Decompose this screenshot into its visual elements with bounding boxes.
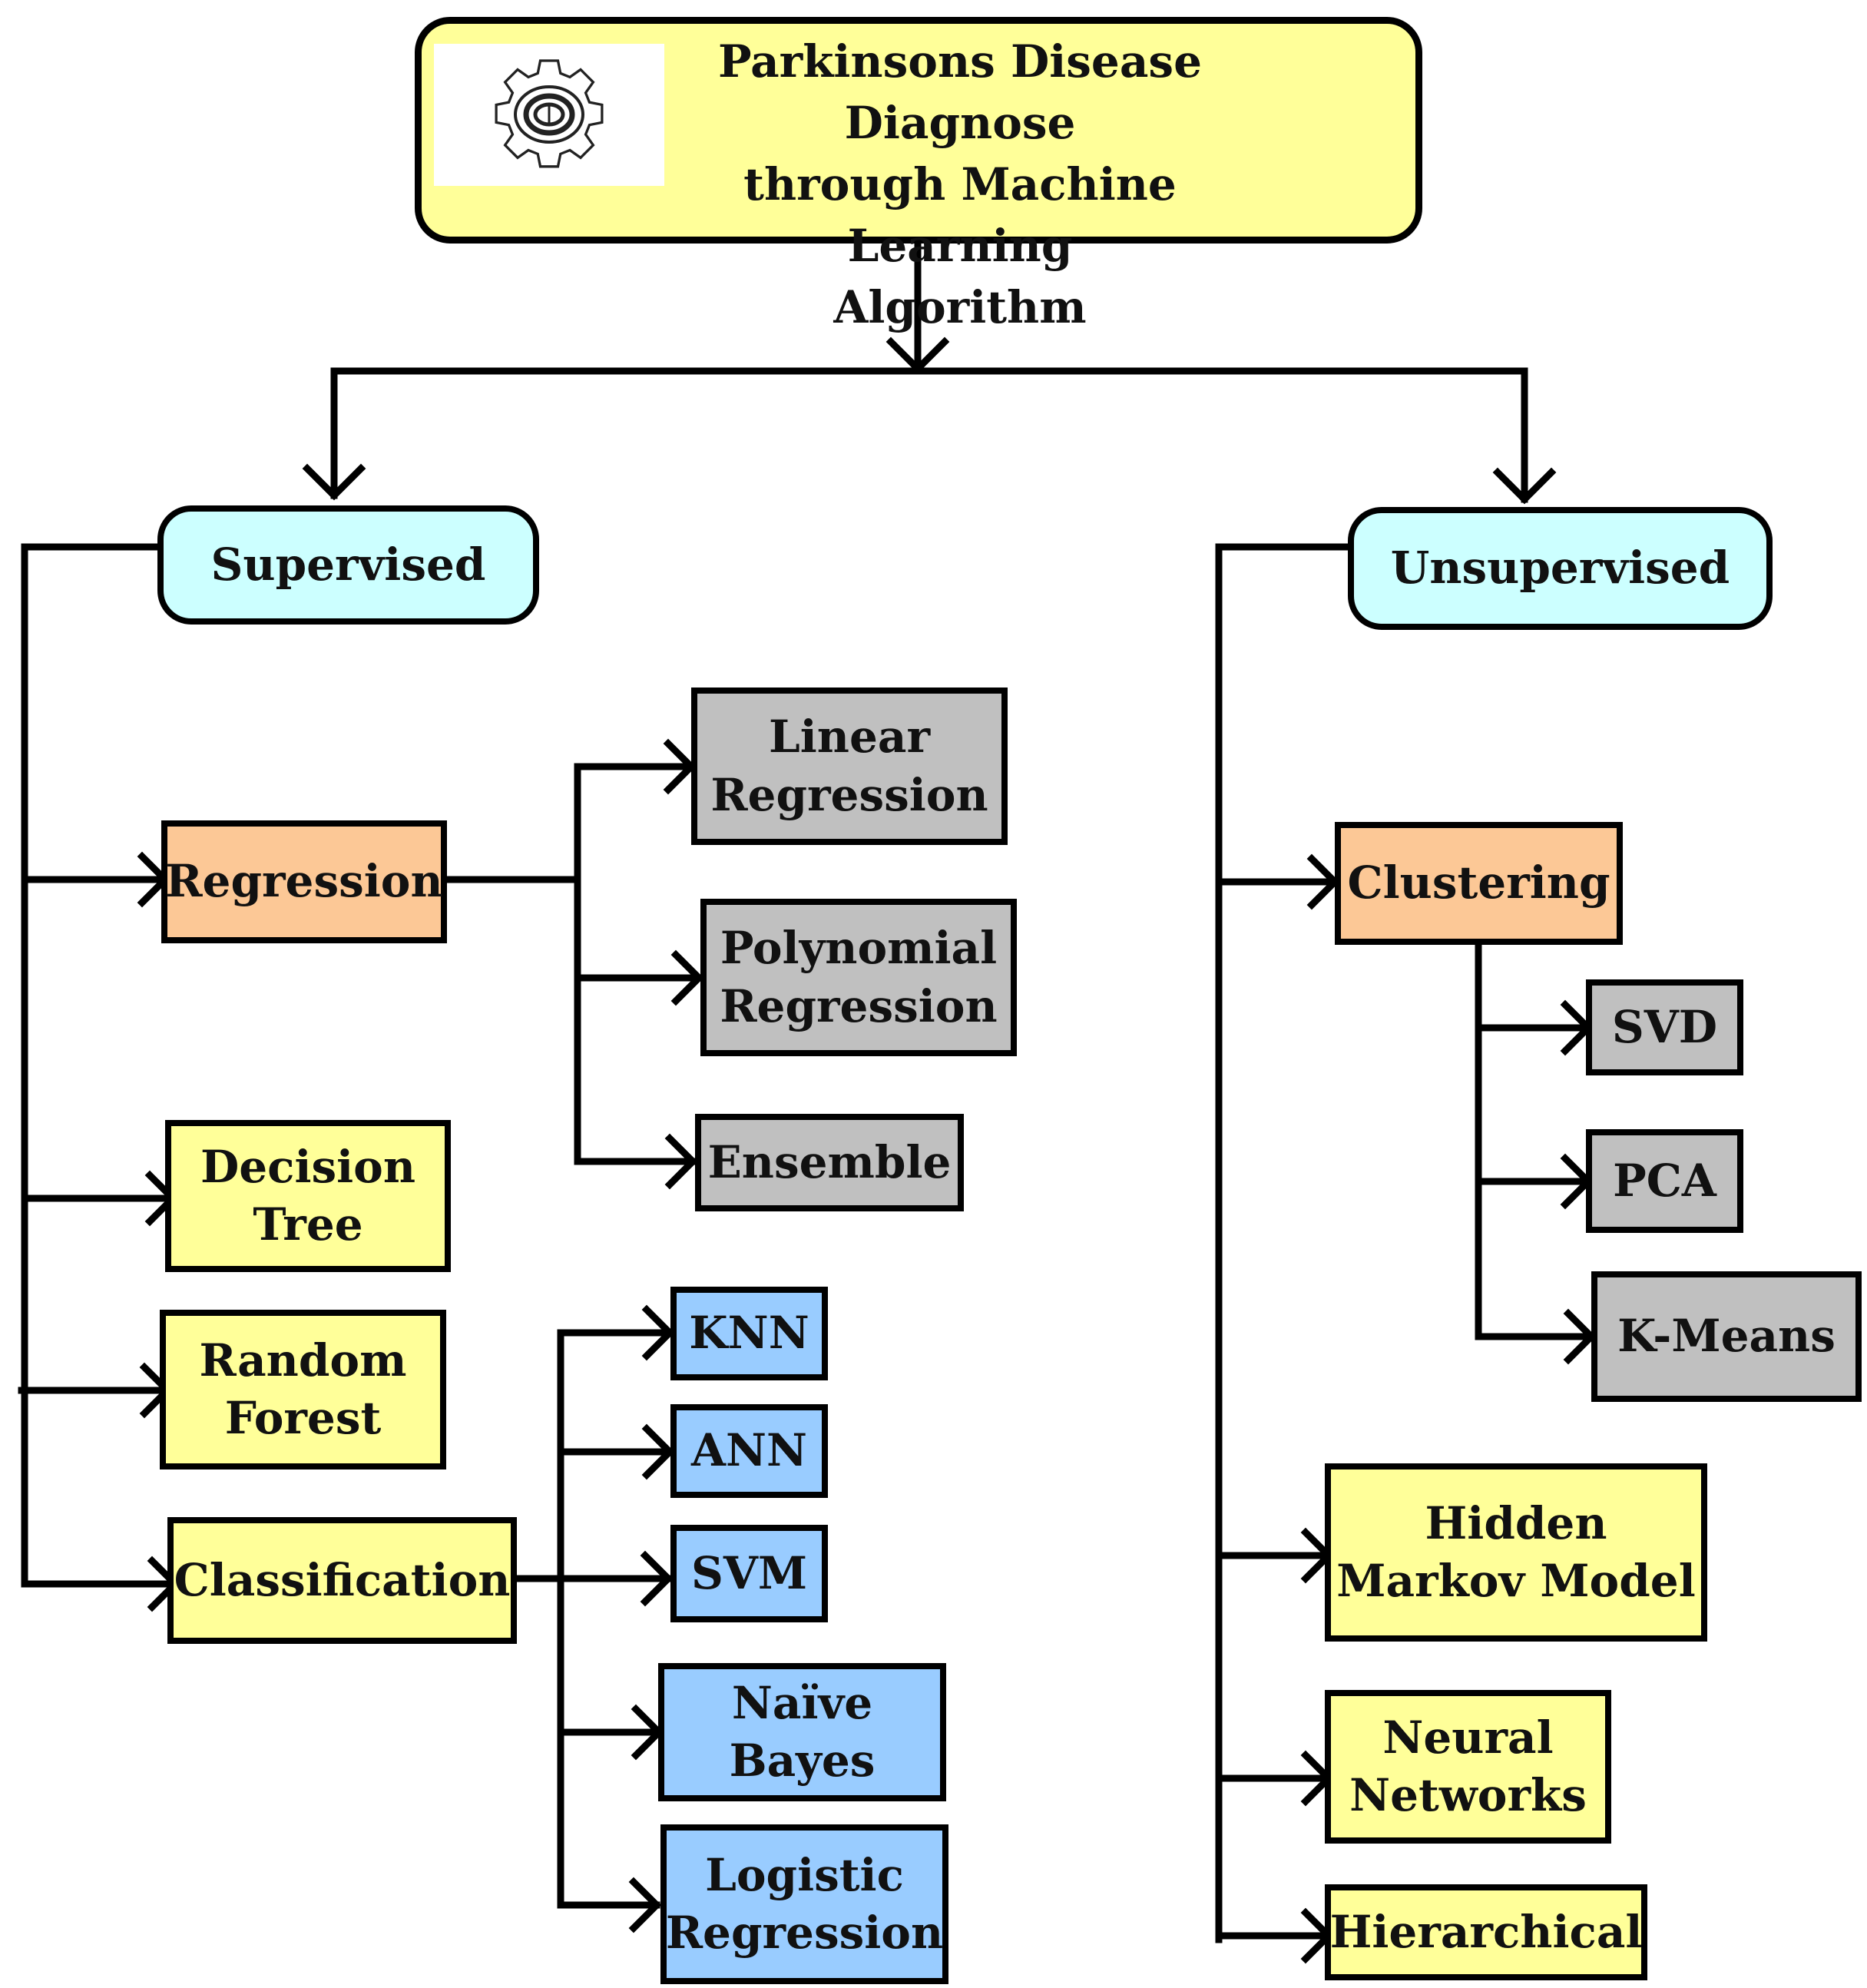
- root-title-line: Algorithm: [833, 281, 1087, 333]
- root-title: Parkinsons Disease Diagnose through Mach…: [676, 31, 1244, 338]
- logistic-regression-node: Logistic Regression: [660, 1824, 948, 1984]
- node-line: Neural: [1382, 1711, 1554, 1764]
- classification-label: Classification: [174, 1553, 511, 1606]
- node-line: Regression: [720, 979, 998, 1032]
- node-line: Hidden: [1425, 1496, 1607, 1549]
- classification-node: Classification: [167, 1517, 517, 1644]
- root-title-line: Parkinsons Disease Diagnose: [718, 35, 1202, 149]
- polynomial-regression-node: Polynomial Regression: [700, 899, 1017, 1056]
- node-line: K-Means: [1617, 1310, 1836, 1363]
- supervised-node: Supervised: [157, 505, 539, 625]
- clustering-label: Clustering: [1347, 856, 1610, 910]
- regression-node: Regression: [161, 820, 447, 943]
- node-line: SVD: [1611, 1000, 1718, 1053]
- regression-label: Regression: [165, 855, 443, 908]
- node-line: Regression: [710, 768, 988, 821]
- unsupervised-node: Unsupervised: [1348, 507, 1773, 630]
- node-line: KNN: [689, 1307, 809, 1360]
- node-line: Polynomial: [720, 922, 998, 975]
- decision-tree-node: Decision Tree: [165, 1120, 451, 1272]
- node-line: Hierarchical: [1329, 1905, 1643, 1958]
- node-line: Linear: [768, 711, 931, 764]
- node-line: Naïve: [731, 1676, 873, 1729]
- node-line: ANN: [690, 1424, 808, 1477]
- pca-node: PCA: [1586, 1129, 1743, 1233]
- node-line: Tree: [253, 1198, 363, 1251]
- node-line: Forest: [224, 1392, 382, 1444]
- neural-networks-node: Neural Networks: [1325, 1690, 1611, 1844]
- ensemble-node: Ensemble: [695, 1114, 964, 1211]
- node-line: SVM: [690, 1546, 808, 1599]
- node-line: Markov Model: [1336, 1555, 1696, 1607]
- supervised-label: Supervised: [210, 538, 486, 591]
- knn-node: KNN: [670, 1287, 828, 1380]
- random-forest-node: Random Forest: [160, 1310, 446, 1469]
- gear-brain-icon: [495, 59, 604, 168]
- unsupervised-label: Unsupervised: [1390, 542, 1730, 595]
- node-line: PCA: [1613, 1154, 1716, 1207]
- node-line: Networks: [1349, 1769, 1587, 1821]
- node-line: Regression: [665, 1907, 944, 1959]
- node-line: Ensemble: [707, 1135, 952, 1188]
- node-line: Logistic: [705, 1848, 904, 1901]
- k-means-node: K-Means: [1591, 1271, 1862, 1402]
- node-line: Bayes: [729, 1735, 876, 1787]
- svd-node: SVD: [1586, 979, 1743, 1075]
- node-line: Random: [199, 1334, 407, 1387]
- root-title-line: through Machine Learning: [743, 158, 1177, 272]
- node-line: Decision: [200, 1140, 416, 1193]
- naive-bayes-node: Naïve Bayes: [658, 1663, 946, 1801]
- hierarchical-node: Hierarchical: [1325, 1884, 1647, 1980]
- svm-node: SVM: [670, 1525, 828, 1622]
- logo-image: [434, 44, 664, 186]
- ann-node: ANN: [670, 1404, 828, 1498]
- clustering-node: Clustering: [1335, 822, 1623, 945]
- linear-regression-node: Linear Regression: [691, 688, 1008, 845]
- hidden-markov-model-node: Hidden Markov Model: [1325, 1463, 1707, 1642]
